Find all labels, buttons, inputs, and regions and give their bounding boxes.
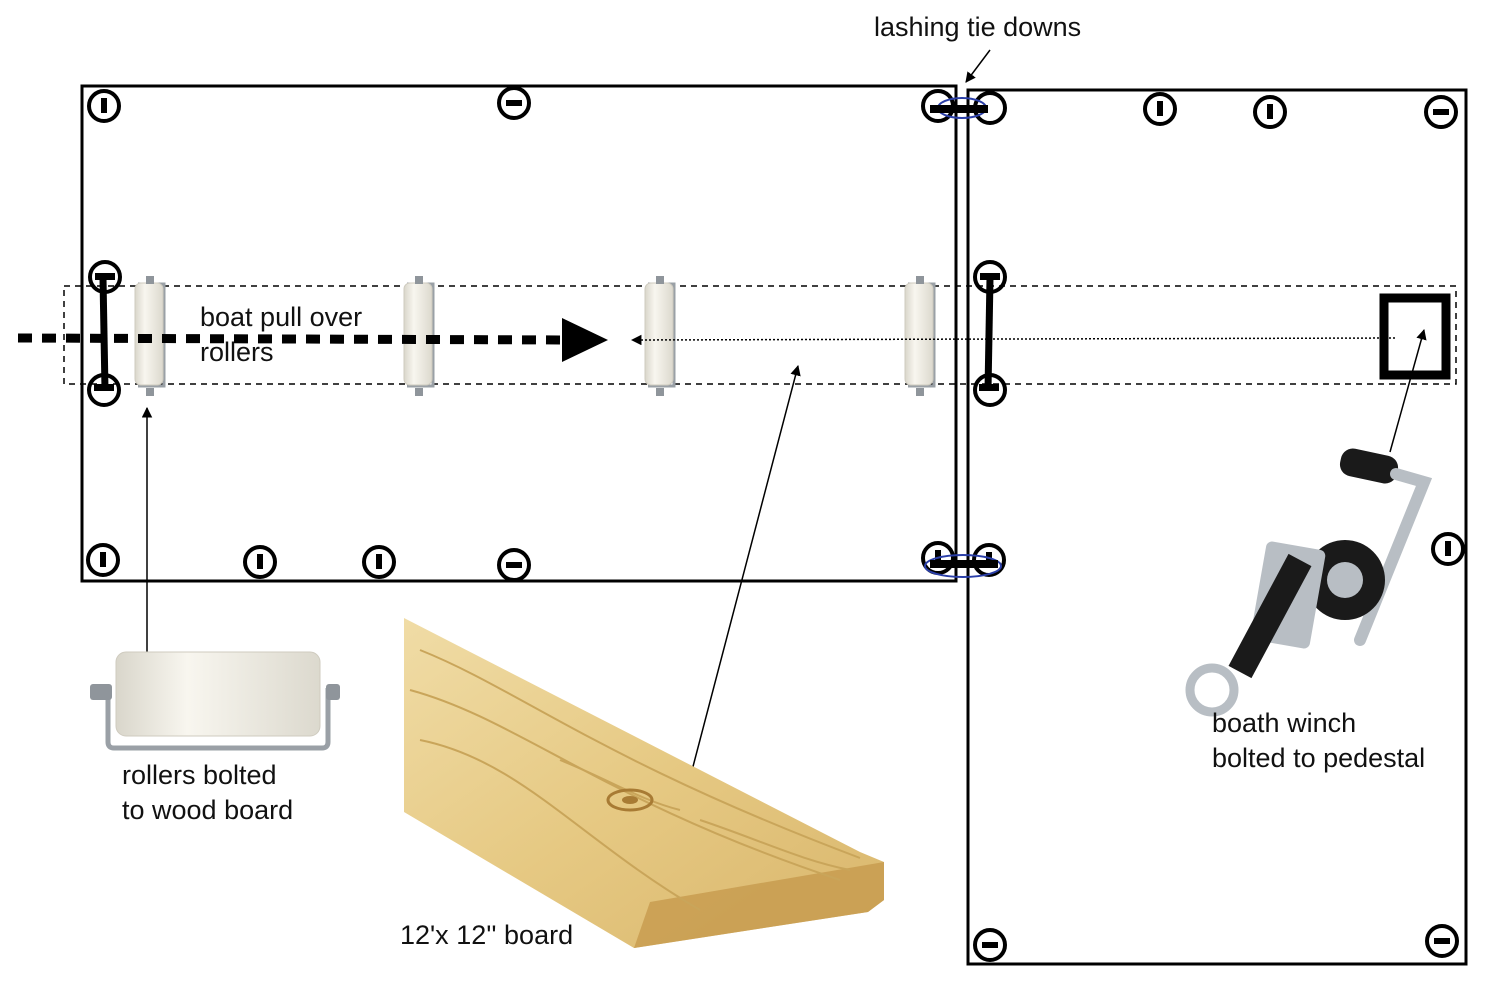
lashing-tie-down-bottom (924, 554, 1002, 578)
tie-down-ring-icon (973, 928, 1007, 962)
label-board-size: 12'x 12'' board (400, 920, 574, 950)
label-lashing-tie-downs: lashing tie downs (874, 12, 1082, 42)
tie-down-ring-icon (497, 548, 531, 582)
label-boat-winch: boath winch bolted to pedestal (1212, 706, 1425, 776)
roller-on-board (403, 276, 435, 396)
label-winch-line1: boath winch (1212, 708, 1357, 738)
tie-down-ring-icon (1424, 95, 1458, 129)
hand-winch-icon (1185, 448, 1433, 717)
tie-down-ring-icon (1253, 95, 1287, 129)
tie-down-ring-icon (497, 86, 531, 120)
tie-down-ring-icon (86, 543, 120, 577)
roller-on-board (644, 276, 676, 396)
right-dock-section (966, 88, 1468, 966)
label-rollers-line2: to wood board (122, 795, 294, 825)
pull-arrow-head (562, 318, 608, 362)
lashing-tie-down-top (921, 89, 1007, 125)
pull-arrow-line (17, 333, 567, 345)
label-boat-pull-over-rollers: boat pull over rollers (200, 300, 362, 370)
winch-pedestal-icon (1379, 293, 1451, 380)
roller-on-board (904, 276, 936, 396)
tie-down-ring-icon (243, 545, 277, 579)
pointer-winch (1389, 328, 1427, 453)
tie-down-ring-icon (1143, 92, 1177, 126)
winch-cable (630, 334, 1396, 346)
wood-board-icon (404, 618, 884, 948)
boat-roller-icon (90, 651, 340, 751)
board-strap (984, 277, 994, 391)
label-boat-pull-line2: rollers (200, 337, 274, 367)
tie-down-ring-icon (87, 89, 121, 123)
label-winch-line2: bolted to pedestal (1212, 743, 1426, 773)
label-rollers-line1: rollers bolted (122, 760, 277, 790)
tie-down-ring-icon (362, 545, 396, 579)
tie-down-ring-icon (1431, 532, 1465, 566)
label-boat-pull-line1: boat pull over (200, 302, 363, 332)
board-outline (63, 285, 1457, 385)
tie-down-ring-icon (1425, 924, 1459, 958)
label-rollers-bolted: rollers bolted to wood board (122, 758, 293, 828)
pointer-lashing (965, 49, 991, 83)
pointer-board (689, 364, 801, 779)
